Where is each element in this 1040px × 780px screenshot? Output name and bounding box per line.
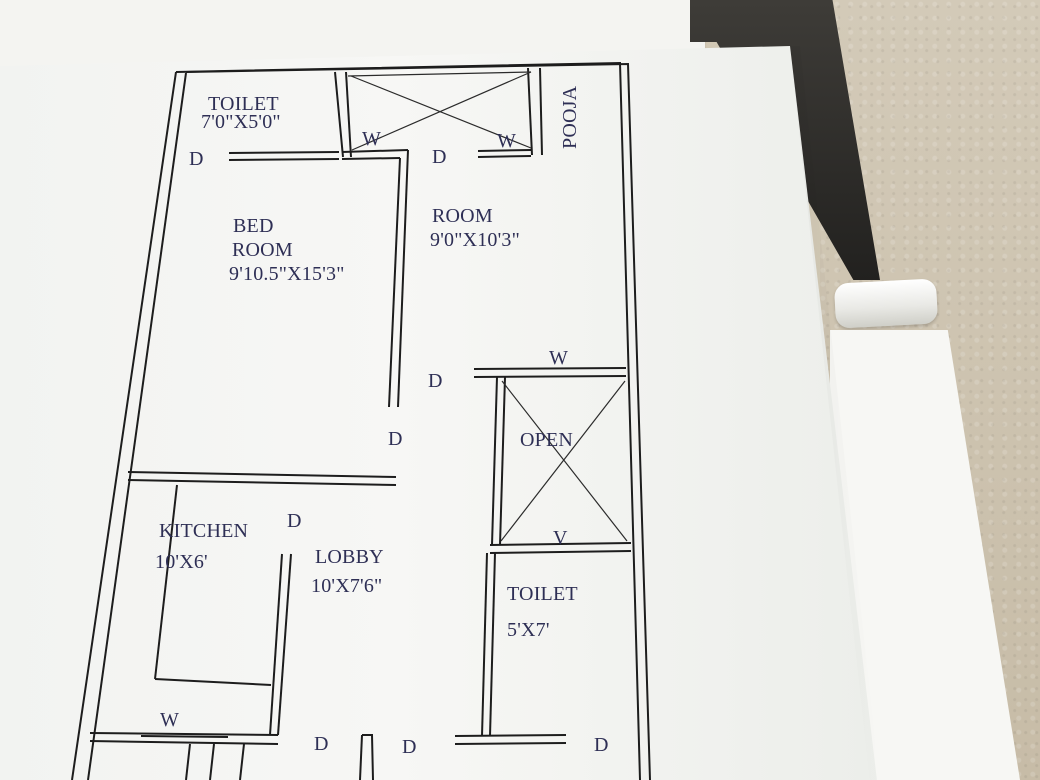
kitchen-label: KITCHEN: [159, 520, 248, 542]
lobby-size-label: 10'X7'6": [311, 575, 382, 597]
door-marker: D: [402, 736, 417, 758]
bed-room-size-label: 9'10.5"X15'3": [229, 263, 345, 285]
window-marker: W: [362, 128, 381, 150]
toilet-top-label: TOILET: [208, 93, 279, 115]
window-marker: W: [160, 709, 179, 731]
window-marker: W: [497, 130, 516, 152]
door-marker: D: [388, 428, 403, 450]
floorplan-paper: [0, 46, 880, 780]
room-size-label: 9'0"X10'3": [430, 229, 520, 251]
door-marker: D: [432, 146, 447, 168]
kitchen-size-label: 10'X6': [155, 551, 208, 573]
window-marker: W: [549, 347, 568, 369]
door-marker: D: [287, 510, 302, 532]
outer-walls: [71, 61, 651, 780]
toilet-bottom-label: TOILET: [507, 583, 578, 605]
bed-room-label-line2: ROOM: [232, 239, 293, 261]
bottom-walls: [89, 732, 567, 780]
upper-open-cross: [347, 71, 532, 151]
middle-walls: [127, 367, 632, 737]
toilet-top-size-label: 7'0"X5'0": [201, 111, 281, 133]
lobby-label: LOBBY: [315, 546, 384, 568]
middle-open-cross: [500, 380, 628, 542]
ventilator-marker: V: [553, 527, 568, 549]
door-window-markers: D D D D D D D D W W W W V: [160, 128, 609, 758]
toilet-bottom-size-label: 5'X7': [507, 619, 550, 641]
room-label: ROOM: [432, 205, 493, 227]
open-label: OPEN: [520, 429, 573, 451]
pooja-label: POOJA: [559, 85, 581, 149]
door-marker: D: [594, 734, 609, 756]
door-marker: D: [189, 148, 204, 170]
upper-walls: [228, 67, 543, 408]
door-marker: D: [428, 370, 443, 392]
bed-room-label-line1: BED: [233, 215, 274, 237]
door-marker: D: [314, 733, 329, 755]
room-labels: TOILET 7'0"X5'0" POOJA BED ROOM 9'10.5"X…: [155, 85, 581, 641]
